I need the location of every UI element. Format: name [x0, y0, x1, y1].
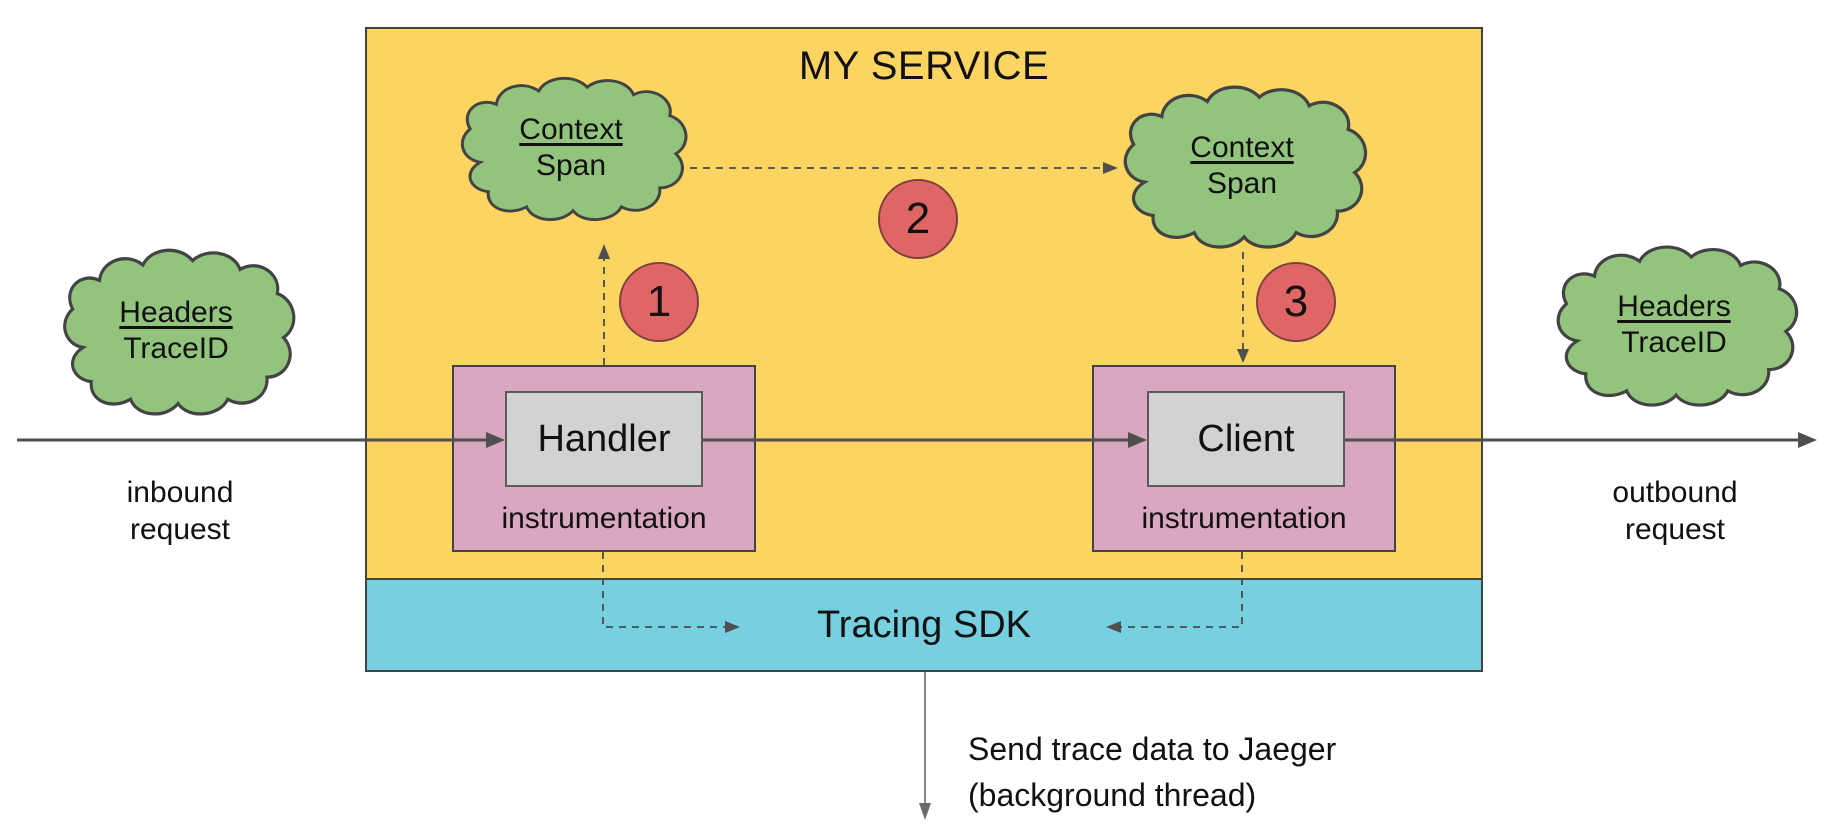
inbound-request-label: inbound request	[70, 474, 290, 548]
context-span-cloud-left: Context Span	[450, 72, 692, 224]
headers-label: Headers	[1617, 290, 1731, 323]
outbound-line1: outbound	[1612, 476, 1738, 509]
handler-label: Handler	[537, 417, 671, 460]
step-circle-2: 2	[878, 179, 958, 259]
cloud-icon	[1556, 245, 1799, 407]
context-label: Context	[1190, 131, 1294, 164]
context-span-cloud-right: Context Span	[1112, 80, 1372, 252]
traceid-label: TraceID	[1621, 326, 1727, 359]
traceid-label: TraceID	[123, 332, 229, 365]
span-label: Span	[535, 149, 607, 182]
tracing-sdk-bar: Tracing SDK	[365, 578, 1483, 672]
span-label: Span	[1206, 167, 1278, 200]
inbound-line1: inbound	[126, 476, 234, 509]
cloud-icon	[63, 248, 296, 416]
step-number-1: 1	[646, 277, 672, 326]
jaeger-line1: Send trace data to Jaeger	[968, 731, 1337, 767]
jaeger-line2: (background thread)	[968, 777, 1257, 813]
step-number-3: 3	[1283, 277, 1309, 326]
inbound-line2: request	[129, 513, 231, 546]
handler-box: Handler	[505, 391, 703, 487]
client-instrumentation-label: instrumentation	[1141, 502, 1347, 535]
cloud-icon	[1123, 85, 1368, 249]
cloud-icon	[460, 76, 688, 221]
arrowhead-jaeger	[919, 803, 931, 820]
client-label: Client	[1197, 417, 1295, 460]
service-title: MY SERVICE	[798, 44, 1050, 88]
handler-instrumentation-label: instrumentation	[501, 502, 707, 535]
headers-label: Headers	[119, 296, 233, 329]
headers-traceid-cloud-left: Headers TraceID	[52, 243, 300, 419]
tracing-sdk-label: Tracing SDK	[817, 603, 1031, 646]
step-number-2: 2	[905, 194, 931, 243]
send-to-jaeger-label: Send trace data to Jaeger (background th…	[968, 726, 1336, 818]
arrowhead-outbound	[1798, 432, 1817, 448]
headers-traceid-cloud-right: Headers TraceID	[1545, 240, 1803, 410]
outbound-request-label: outbound request	[1565, 474, 1785, 548]
outbound-line2: request	[1624, 513, 1726, 546]
context-label: Context	[519, 113, 623, 146]
step-circle-1: 1	[619, 262, 699, 342]
step-circle-3: 3	[1256, 262, 1336, 342]
client-box: Client	[1147, 391, 1345, 487]
